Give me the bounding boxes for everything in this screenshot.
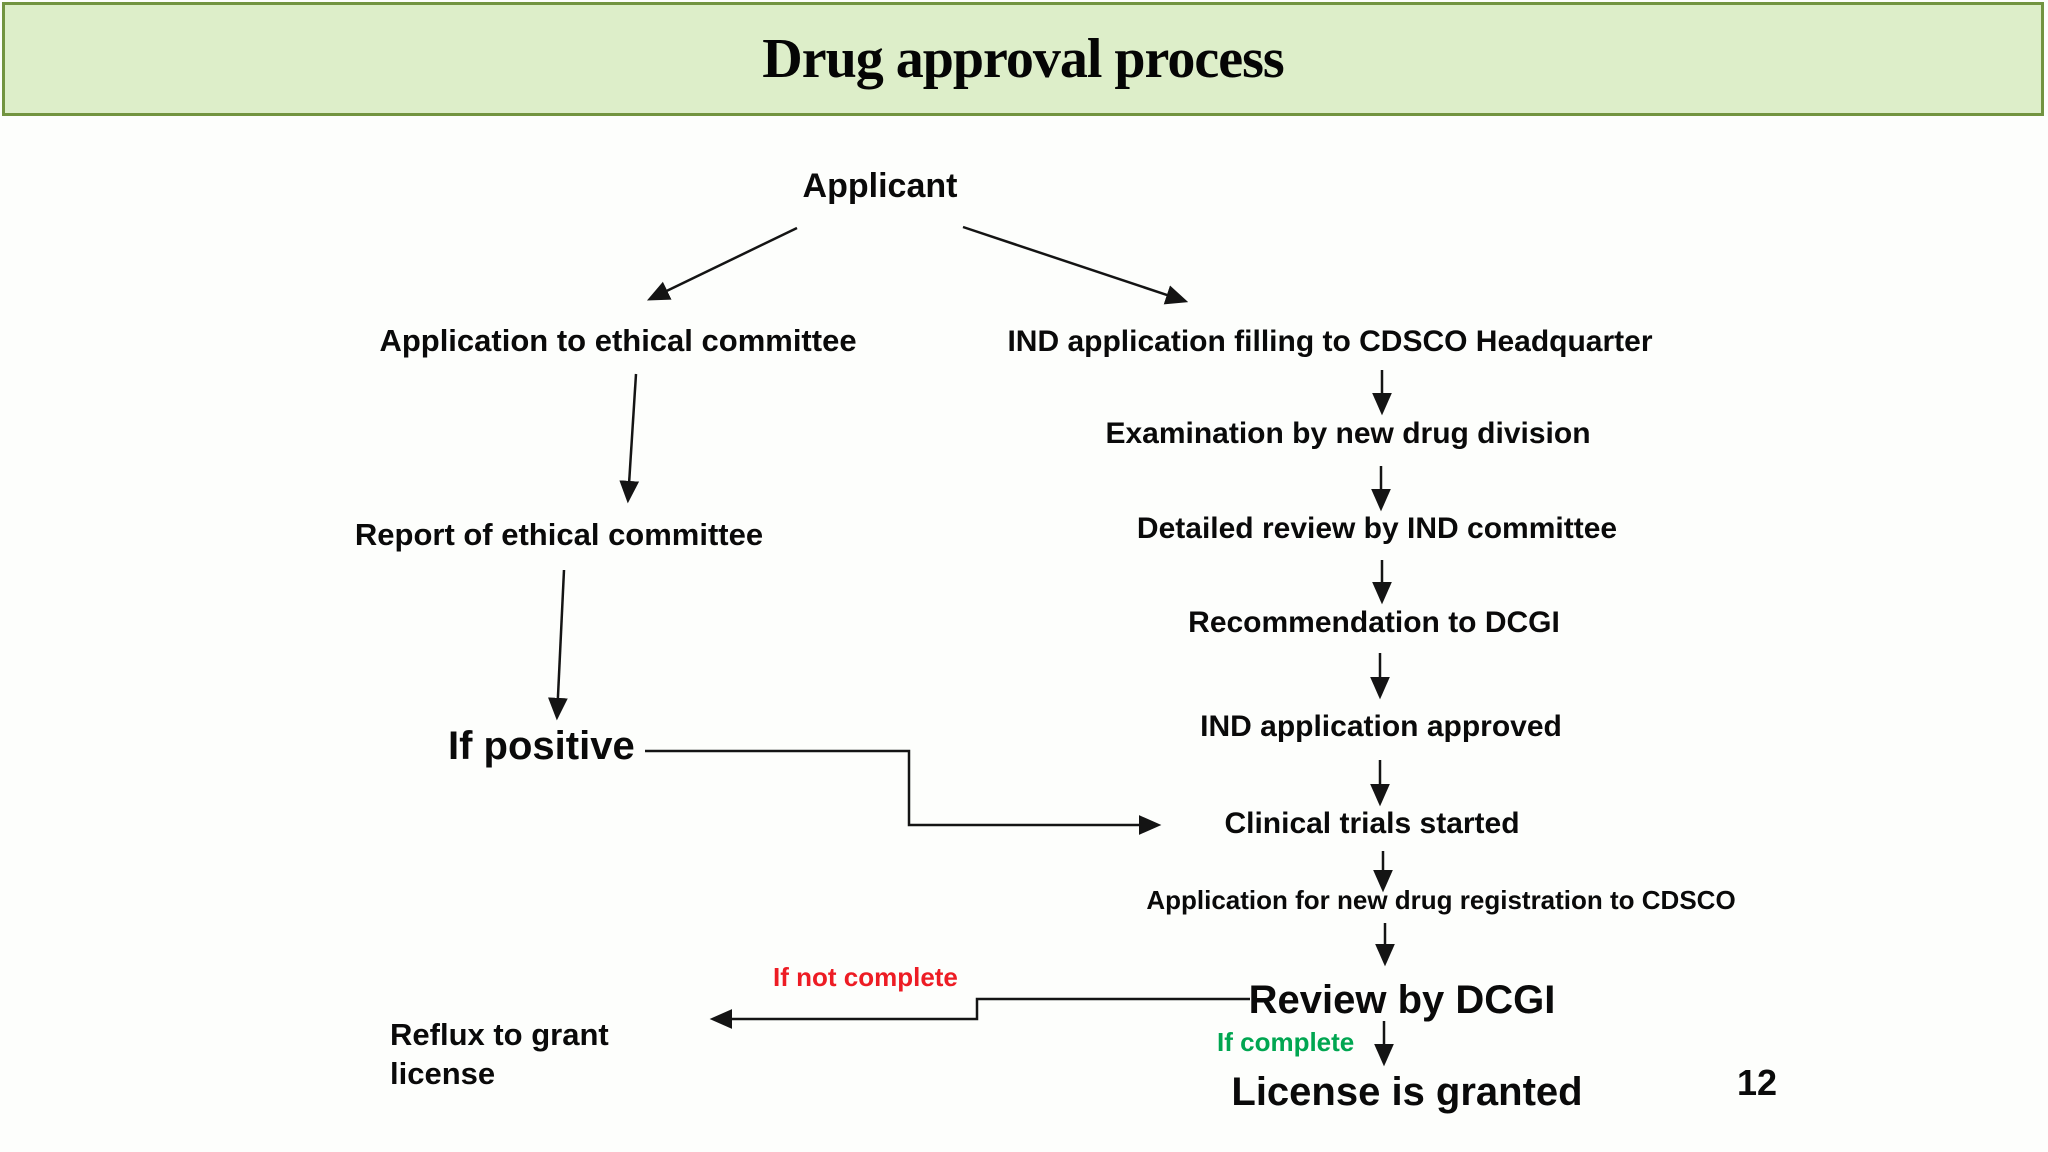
edge-label-if-complete: If complete <box>1217 1027 1355 1057</box>
node-detailed-review-ind-committee: Detailed review by IND committee <box>1136 512 1618 545</box>
edge-label-if-not-complete: If not complete <box>773 962 958 992</box>
node-ind-application-approved: IND application approved <box>1200 710 1562 743</box>
node-report-ethical-committee: Report of ethical committee <box>354 517 764 552</box>
node-new-drug-registration: Application for new drug registration to… <box>1146 885 1736 915</box>
slide-title: Drug approval process <box>762 28 1284 90</box>
arrow-review-to-reflux <box>709 997 1250 1029</box>
node-applicant: Applicant <box>802 167 958 205</box>
node-license-is-granted: License is granted <box>1231 1070 1583 1114</box>
node-application-ethical-committee: Application to ethical committee <box>379 323 857 358</box>
page-number: 12 <box>1737 1062 1778 1103</box>
node-examination-new-drug-division: Examination by new drug division <box>1105 417 1591 450</box>
title-bar: Drug approval process <box>2 2 2044 116</box>
arrow-applicant-to-ethical <box>646 226 798 301</box>
node-if-positive: If positive <box>448 724 635 768</box>
arrow-ethical-to-report <box>619 373 640 504</box>
node-ind-application-filing: IND application filling to CDSCO Headqua… <box>1007 325 1653 358</box>
node-clinical-trials-started: Clinical trials started <box>1224 807 1520 840</box>
node-review-by-dcgi: Review by DCGI <box>1248 978 1556 1022</box>
node-recommendation-dcgi: Recommendation to DCGI <box>1188 606 1560 639</box>
arrow-positive-to-clinical <box>645 749 1162 835</box>
arrow-applicant-to-ind <box>962 225 1189 305</box>
arrow-report-to-positive <box>548 569 568 721</box>
node-reflux-to-grant-license: Reflux to grant license <box>390 1017 609 1091</box>
